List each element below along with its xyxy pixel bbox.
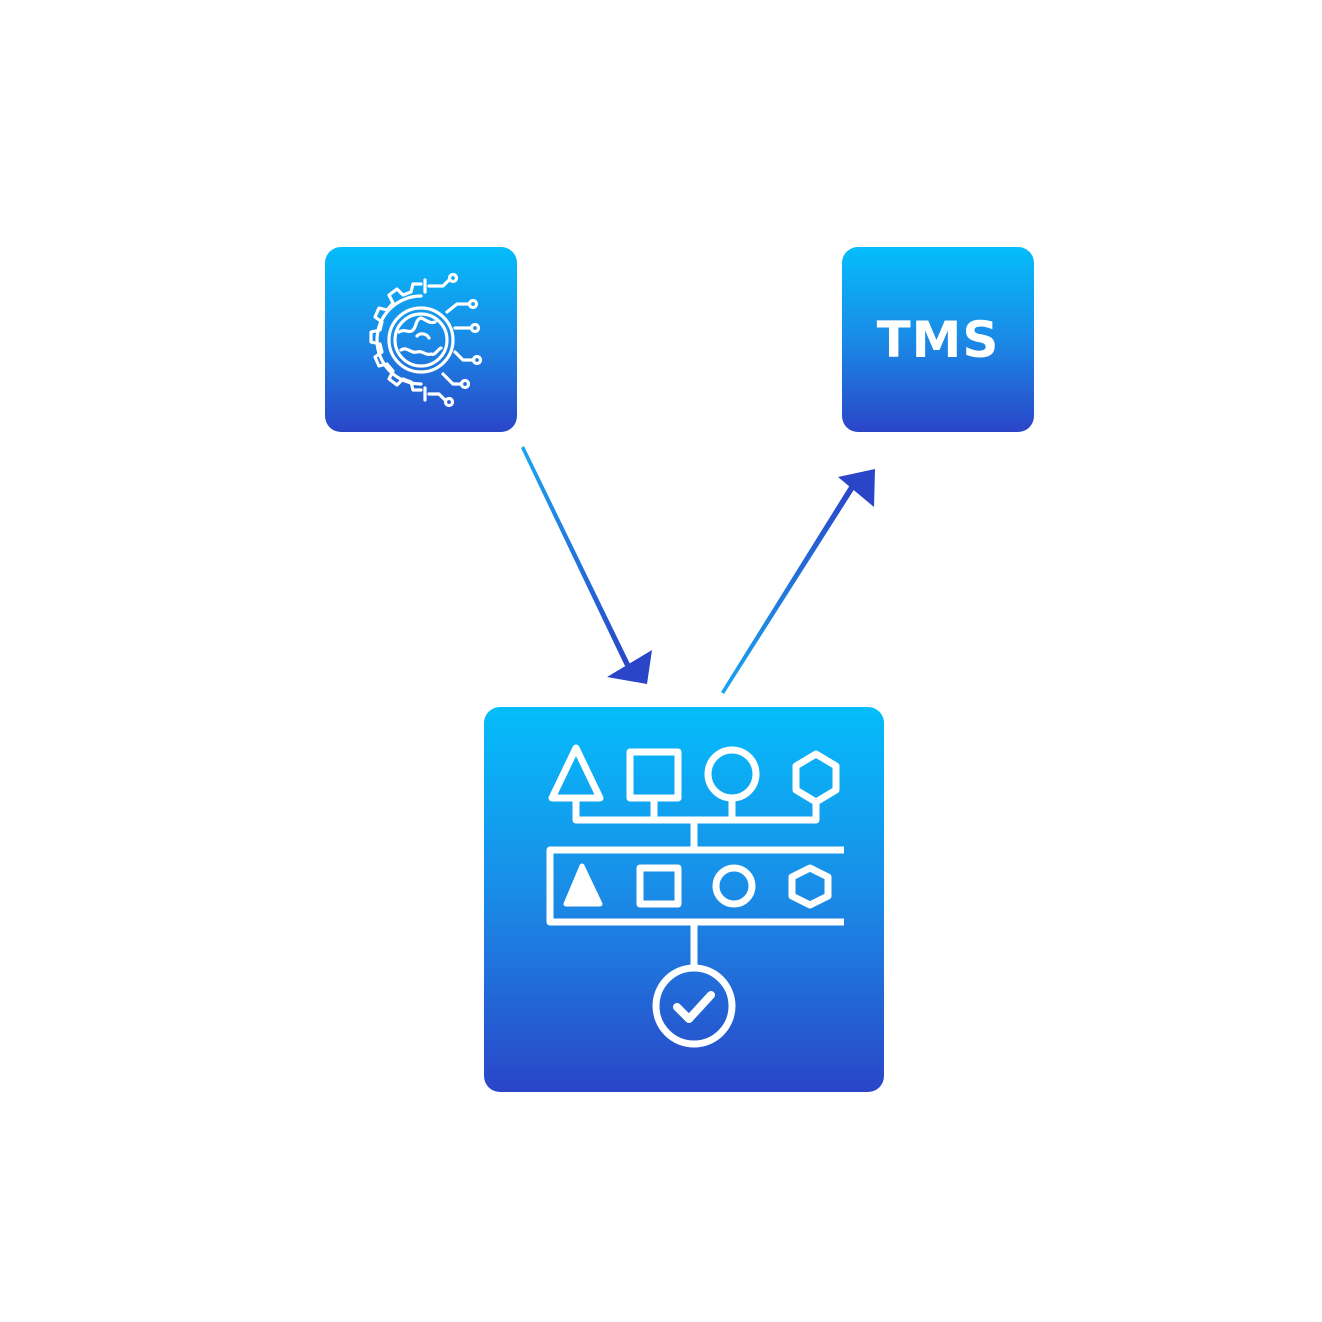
edge-process-to-target bbox=[721, 469, 875, 694]
shape-mapping-validation-icon bbox=[546, 744, 844, 1047]
target-node[interactable]: TMS bbox=[842, 247, 1034, 432]
globe-gear-circuit-icon bbox=[369, 272, 483, 407]
edge-source-to-process bbox=[521, 446, 652, 684]
process-node[interactable] bbox=[484, 707, 884, 1092]
target-node-label: TMS bbox=[876, 310, 1000, 369]
source-node[interactable] bbox=[325, 247, 517, 432]
